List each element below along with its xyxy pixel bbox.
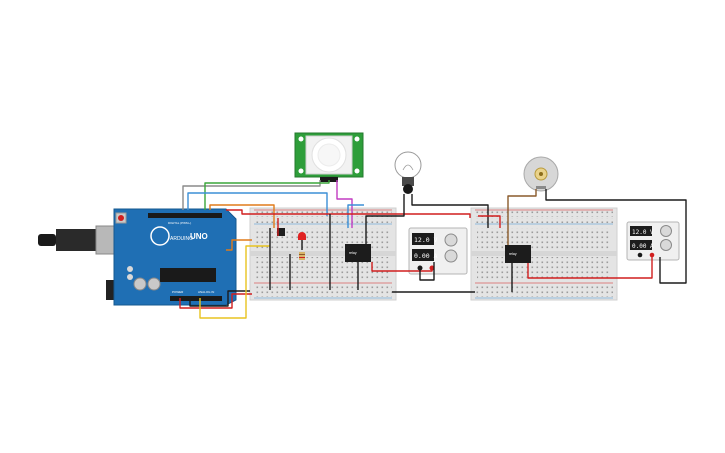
ps1-voltage-readout: 12.0 V xyxy=(414,236,438,244)
ps2-voltage-readout: 12.0 V xyxy=(632,229,654,236)
relay-1[interactable]: relay xyxy=(345,244,371,262)
ps2-current-knob[interactable] xyxy=(660,239,672,251)
arduino-logo-icon xyxy=(150,226,170,246)
ps2-current-readout: 0.00 A xyxy=(632,243,654,250)
arduino-uno-board[interactable]: ARDUINO UNO DIGITAL (PWM~) POWER ANALOG … xyxy=(38,208,237,306)
digital-label: DIGITAL (PWM~) xyxy=(168,221,191,225)
wire-blue-relay xyxy=(347,204,364,228)
led-red[interactable] xyxy=(298,232,306,240)
pir-sensor[interactable] xyxy=(294,132,364,182)
arduino-brand: ARDUINO xyxy=(170,236,193,242)
usb-cable-plug xyxy=(38,234,56,246)
wire-red-rail xyxy=(226,209,471,218)
transistor[interactable] xyxy=(277,228,285,236)
power-supply-2[interactable]: 12.0 V 0.00 A xyxy=(626,221,680,261)
wire-orange-transistor xyxy=(209,204,275,228)
wire-black-arduino-gnd xyxy=(189,290,250,307)
atmega-chip xyxy=(160,268,216,282)
wire-yellow xyxy=(199,245,270,319)
ps1-voltage-knob[interactable] xyxy=(444,233,458,247)
light-bulb[interactable] xyxy=(394,151,422,194)
ps2-voltage-knob[interactable] xyxy=(660,225,672,237)
relay-2[interactable]: relay xyxy=(505,245,531,263)
breadboard-right[interactable] xyxy=(470,207,618,301)
relay-2-label: relay xyxy=(509,252,517,256)
usb-cable xyxy=(56,229,96,251)
arduino-model: UNO xyxy=(190,232,208,241)
power-supply-1[interactable]: 12.0 V 0.00 A xyxy=(408,227,468,275)
power-analog-header xyxy=(170,296,222,301)
breadboard-left[interactable] xyxy=(249,207,397,301)
dc-motor[interactable] xyxy=(523,156,559,192)
wire-blue-pir-signal xyxy=(187,192,328,216)
ps1-current-knob[interactable] xyxy=(444,249,458,263)
resistor[interactable] xyxy=(299,252,305,260)
ps2-positive-terminal xyxy=(649,252,655,258)
ps1-current-readout: 0.00 A xyxy=(414,252,438,260)
ps2-negative-terminal xyxy=(637,252,643,258)
wire-red-arduino-5v xyxy=(179,293,252,309)
wire-orange-2 xyxy=(226,239,252,251)
digital-header xyxy=(148,213,222,218)
wires xyxy=(179,180,687,319)
relay-1-label: relay xyxy=(349,251,357,255)
analog-label: ANALOG IN xyxy=(198,290,214,294)
power-label: POWER xyxy=(172,290,184,294)
wire-green-pir-out xyxy=(204,180,330,210)
